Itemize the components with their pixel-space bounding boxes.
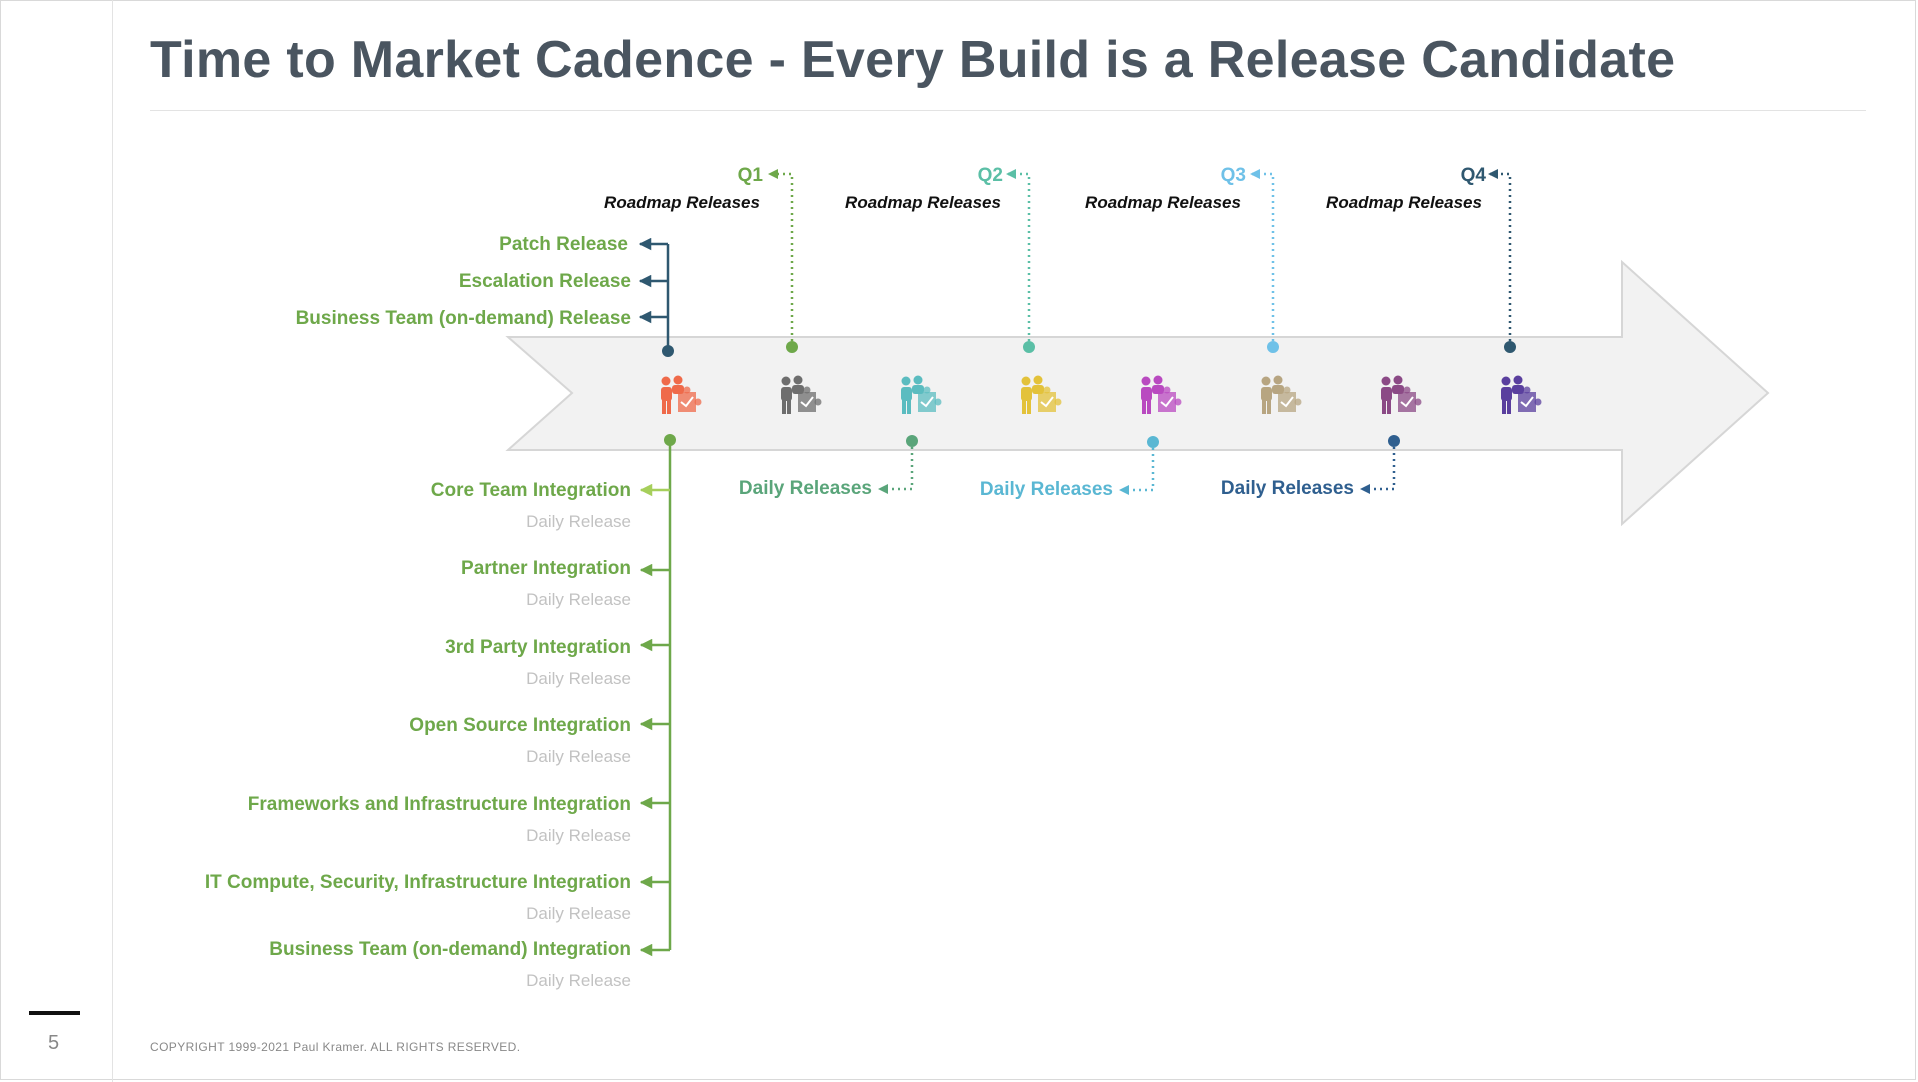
integration-label: Core Team Integration: [431, 480, 631, 501]
team-puzzle-icon: [781, 375, 822, 414]
integration-sublabel: Daily Release: [526, 826, 631, 845]
integration-label: Partner Integration: [461, 558, 631, 579]
daily-releases-label: Daily Releases: [739, 478, 872, 499]
release-type-label: Patch Release: [499, 234, 628, 255]
integration-label: IT Compute, Security, Infrastructure Int…: [205, 872, 631, 893]
integration-sublabel: Daily Release: [526, 590, 631, 609]
team-puzzle-icon: [901, 375, 942, 414]
integration-label: Frameworks and Infrastructure Integratio…: [248, 794, 631, 815]
q1-label: Q1: [738, 165, 764, 186]
q4-label: Q4: [1461, 165, 1487, 186]
integration-labels: Core Team Integration Daily Release Part…: [205, 480, 631, 990]
integration-sublabel: Daily Release: [526, 747, 631, 766]
integration-sublabel: Daily Release: [526, 669, 631, 688]
release-type-bracket: [638, 237, 674, 357]
integration-label: Open Source Integration: [409, 715, 631, 736]
q3-roadmap-label: Roadmap Releases: [1085, 193, 1241, 212]
q2-label: Q2: [978, 165, 1003, 186]
integration-bracket: [639, 434, 676, 957]
integration-sublabel: Daily Release: [526, 512, 631, 531]
page-number: 5: [48, 1032, 60, 1054]
release-type-label: Business Team (on-demand) Release: [296, 308, 631, 329]
team-puzzle-icon: [1261, 375, 1302, 414]
q1-connector: [768, 169, 798, 353]
team-puzzle-icon: [1141, 375, 1182, 414]
page-title: Time to Market Cadence - Every Build is …: [150, 31, 1676, 89]
team-puzzle-icon: [1381, 375, 1422, 414]
timeline-arrow: [505, 259, 1770, 527]
integration-label: Business Team (on-demand) Integration: [269, 939, 631, 960]
q3-label: Q3: [1221, 165, 1246, 186]
q4-connector: [1488, 169, 1516, 353]
title-underline: [150, 110, 1866, 111]
integration-label: 3rd Party Integration: [445, 637, 631, 658]
release-type-label: Escalation Release: [459, 271, 631, 292]
q2-roadmap-label: Roadmap Releases: [845, 193, 1001, 212]
left-margin-rule: [112, 0, 113, 1082]
q3-connector: [1250, 169, 1279, 353]
daily-releases-label: Daily Releases: [1221, 478, 1354, 499]
build-icons: [661, 375, 1542, 414]
q2-connector: [1006, 169, 1035, 353]
integration-sublabel: Daily Release: [526, 904, 631, 923]
q1-roadmap-label: Roadmap Releases: [604, 193, 760, 212]
integration-sublabel: Daily Release: [526, 971, 631, 990]
team-puzzle-icon: [1501, 375, 1542, 414]
daily-connector-1: [878, 435, 918, 494]
daily-releases-label: Daily Releases: [980, 479, 1113, 500]
page-number-bar: [29, 1011, 80, 1015]
team-puzzle-icon: [1021, 375, 1062, 414]
copyright-notice: COPYRIGHT 1999-2021 Paul Kramer. ALL RIG…: [150, 1040, 521, 1054]
q4-roadmap-label: Roadmap Releases: [1326, 193, 1482, 212]
daily-connector-3: [1360, 435, 1400, 494]
daily-connector-2: [1119, 436, 1159, 495]
team-puzzle-icon: [661, 375, 702, 414]
